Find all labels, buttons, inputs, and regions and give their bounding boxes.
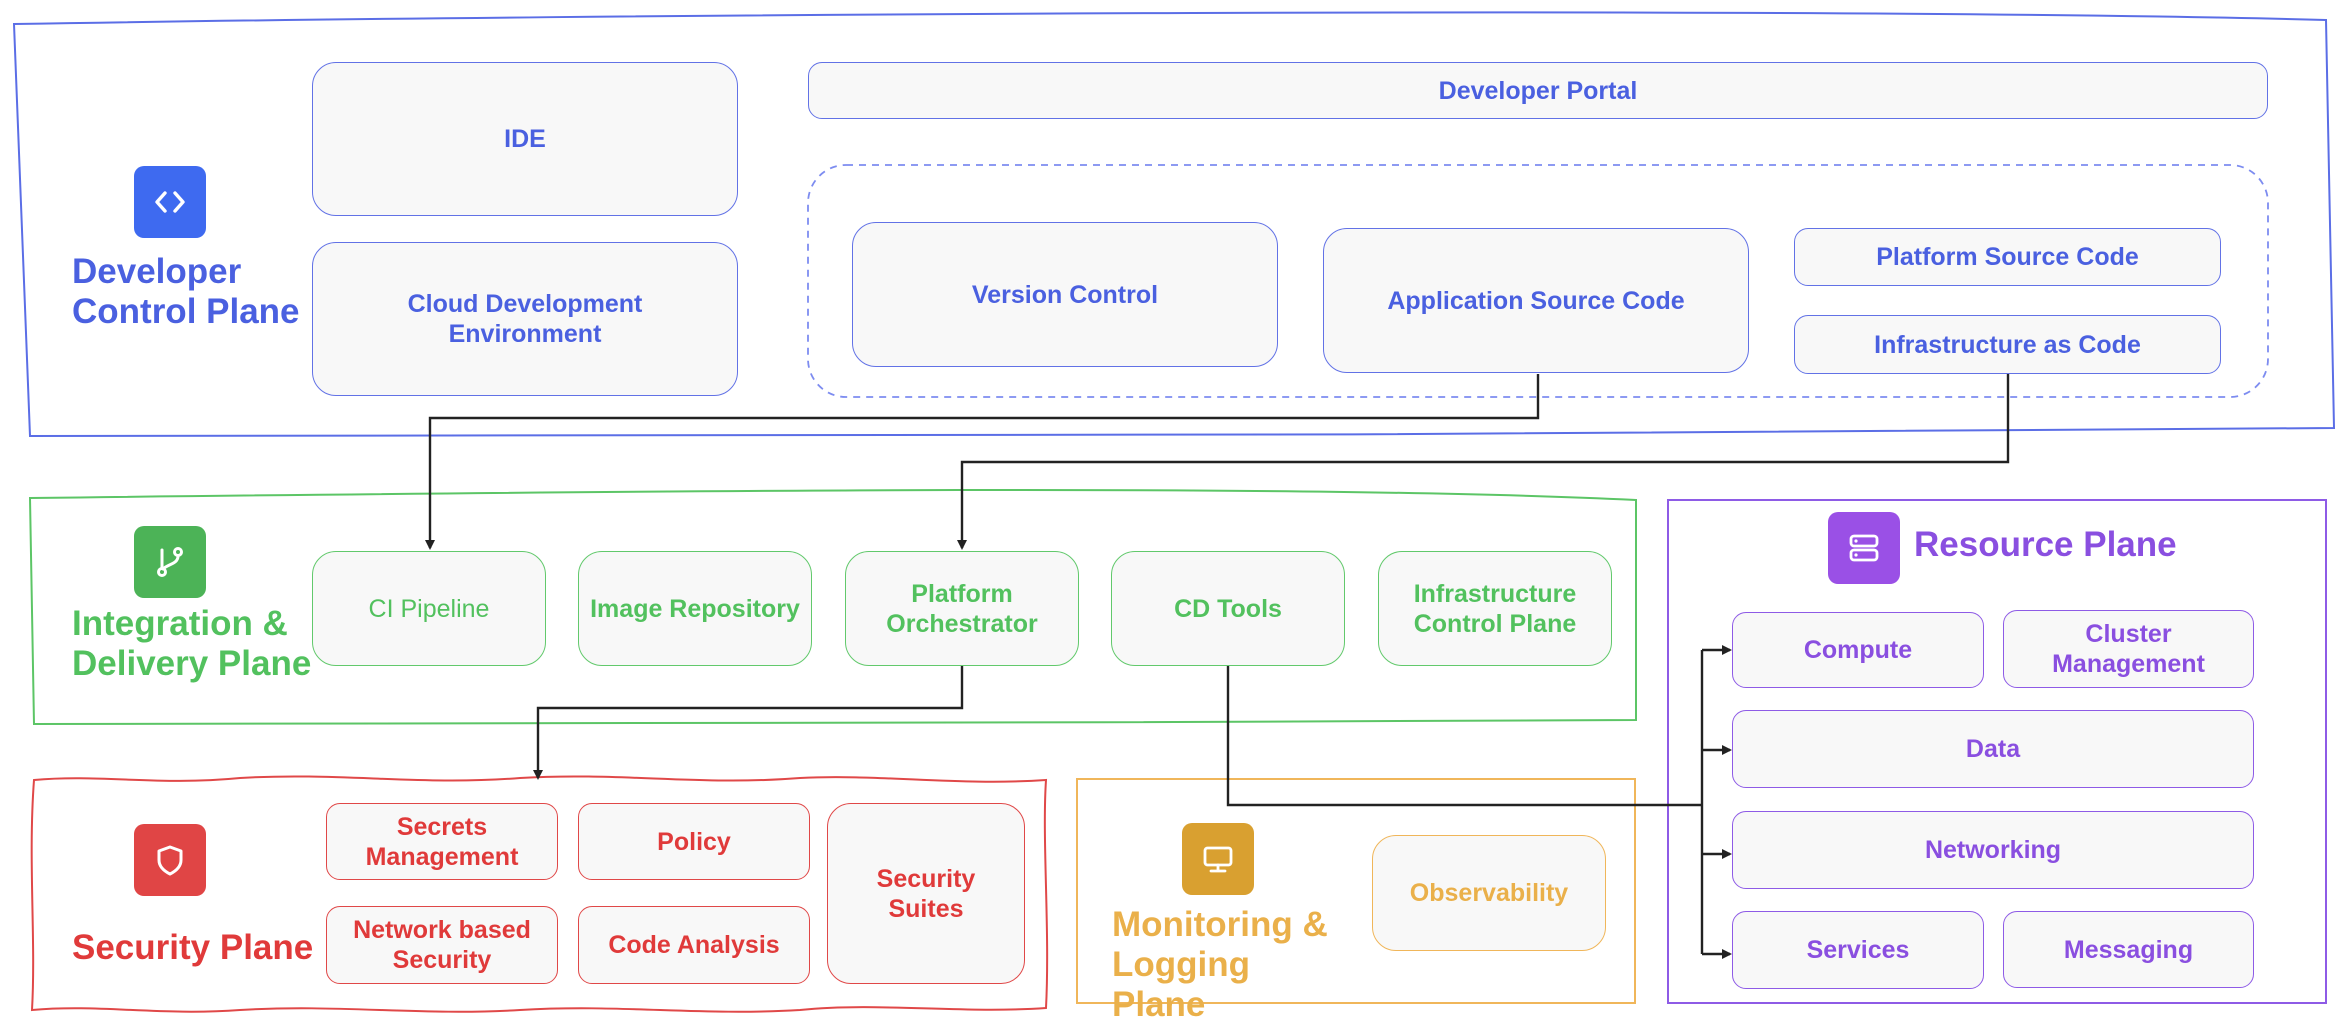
infrastructure-control-plane-box[interactable]: Infrastructure Control Plane <box>1378 551 1612 666</box>
code-analysis-box[interactable]: Code Analysis <box>578 906 810 984</box>
security-plane-outline <box>30 775 1049 1013</box>
platform-source-box[interactable]: Platform Source Code <box>1794 228 2221 286</box>
monitor-icon <box>1182 823 1254 895</box>
resource-plane-title: Resource Plane <box>1914 525 2177 564</box>
ci-pipeline-box[interactable]: CI Pipeline <box>312 551 546 666</box>
developer-portal-box[interactable]: Developer Portal <box>808 62 2268 119</box>
cluster-management-box[interactable]: Cluster Management <box>2003 610 2254 688</box>
networking-box[interactable]: Networking <box>1732 811 2254 889</box>
services-box[interactable]: Services <box>1732 911 1984 989</box>
network-security-box[interactable]: Network based Security <box>326 906 558 984</box>
cde-box[interactable]: Cloud Development Environment <box>312 242 738 396</box>
connector-cd-to-resources <box>1226 666 1702 807</box>
secrets-management-box[interactable]: Secrets Management <box>326 803 558 880</box>
app-source-box[interactable]: Application Source Code <box>1323 228 1749 373</box>
observability-box[interactable]: Observability <box>1372 835 1606 951</box>
monitoring-plane-title: Monitoring & Logging Plane <box>1112 905 1328 1024</box>
version-control-box[interactable]: Version Control <box>852 222 1278 367</box>
platform-orchestrator-box[interactable]: Platform Orchestrator <box>845 551 1079 666</box>
security-suites-box[interactable]: Security Suites <box>827 803 1025 984</box>
git-branch-icon <box>134 526 206 598</box>
security-plane-title: Security Plane <box>72 928 314 967</box>
integration-plane-title: Integration & Delivery Plane <box>72 604 312 683</box>
connector-iac-to-orchestrator <box>957 374 2010 550</box>
source-group-outline <box>807 164 2269 398</box>
image-repository-box[interactable]: Image Repository <box>578 551 812 666</box>
policy-box[interactable]: Policy <box>578 803 810 880</box>
shield-icon <box>134 824 206 896</box>
server-icon <box>1828 512 1900 584</box>
messaging-box[interactable]: Messaging <box>2003 911 2254 988</box>
monitoring-plane-outline <box>1076 778 1636 1004</box>
cd-tools-box[interactable]: CD Tools <box>1111 551 1345 666</box>
compute-box[interactable]: Compute <box>1732 612 1984 688</box>
resource-plane-outline <box>1667 499 2327 1004</box>
connector-orchestrator-to-security <box>533 666 964 780</box>
data-box[interactable]: Data <box>1732 710 2254 788</box>
iac-box[interactable]: Infrastructure as Code <box>1794 315 2221 374</box>
developer-plane-title: Developer Control Plane <box>72 252 300 331</box>
ide-box[interactable]: IDE <box>312 62 738 216</box>
developer-plane-outline <box>12 11 2336 438</box>
code-icon <box>134 166 206 238</box>
connector-app-to-ci <box>425 374 1540 550</box>
